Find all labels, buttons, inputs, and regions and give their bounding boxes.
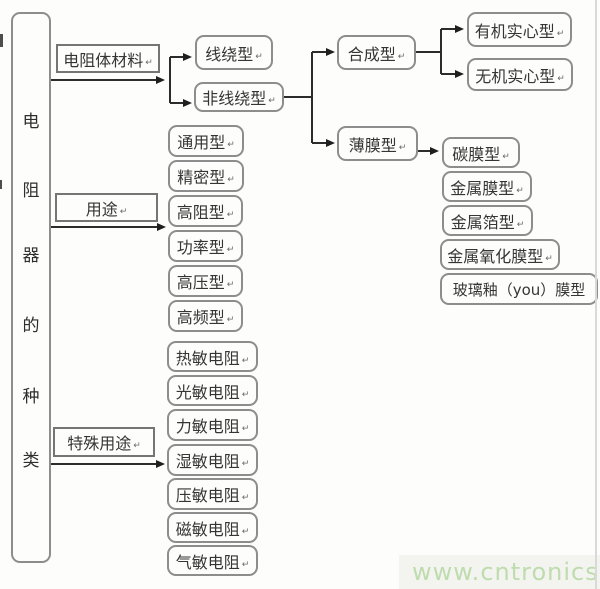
- return-mark: ↵: [516, 185, 524, 196]
- return-mark: ↵: [226, 245, 235, 255]
- node-label: 碳膜型: [452, 144, 501, 164]
- node-label: 无机实心型: [475, 66, 556, 86]
- return-mark: ↵: [268, 96, 276, 106]
- return-mark: ↵: [119, 206, 128, 217]
- node-gas-sensitive: 气敏电阻 ↵: [167, 545, 258, 576]
- node-label: 气敏电阻: [175, 552, 240, 572]
- root-title-char: 的: [22, 316, 40, 336]
- node-composite: 合成型 ↵: [337, 35, 416, 70]
- node-label: 金属膜型: [450, 178, 515, 198]
- node-organic-solid: 有机实心型 ↵: [467, 12, 572, 47]
- node-label: 功率型: [176, 238, 225, 257]
- return-mark: ↵: [241, 459, 250, 469]
- node-carbon-film: 碳膜型 ↵: [442, 137, 520, 168]
- node-force-sensitive: 力敏电阻 ↵: [167, 409, 258, 441]
- node-label: 通用型: [177, 133, 226, 152]
- node-precision: 精密型 ↵: [168, 160, 244, 192]
- return-mark: ↵: [255, 51, 263, 62]
- node-high-resistance: 高阻型 ↵: [168, 195, 243, 227]
- node-label: 金属氧化膜型: [447, 246, 544, 266]
- return-mark: ↵: [502, 151, 510, 162]
- node-label: 高压型: [176, 273, 225, 292]
- root-node: [11, 12, 51, 563]
- node-label: 高频型: [176, 308, 225, 327]
- root-title-char: 器: [22, 246, 40, 266]
- node-thin-film: 薄膜型 ↵: [337, 126, 418, 161]
- return-mark: ↵: [557, 73, 565, 84]
- return-mark: ↵: [226, 315, 235, 325]
- node-label: 金属箔型: [450, 212, 515, 232]
- node-label: 精密型: [177, 168, 226, 187]
- node-metal-oxide-film: 金属氧化膜型 ↵: [440, 239, 560, 270]
- node-glass-glaze-film: 玻璃釉（you）膜型: [440, 273, 598, 305]
- node-power: 功率型 ↵: [168, 230, 243, 262]
- return-mark: ↵: [241, 355, 250, 366]
- node-varistor: 压敏电阻 ↵: [167, 478, 258, 510]
- node-label: 合成型: [347, 44, 396, 64]
- return-mark: ↵: [241, 559, 250, 570]
- return-mark: ↵: [516, 219, 525, 230]
- node-wirewound: 线绕型 ↵: [195, 35, 273, 70]
- node-material-branch: 电阻体材料 ↵: [56, 44, 160, 73]
- node-label: 有机实心型: [474, 21, 555, 41]
- node-label: 线绕型: [205, 44, 254, 64]
- node-non-wirewound: 非线绕型 ↵: [194, 82, 284, 112]
- return-mark: ↵: [241, 493, 250, 503]
- node-metal-film: 金属膜型 ↵: [442, 171, 532, 202]
- root-title-char: 种: [22, 387, 40, 407]
- return-mark: ↵: [241, 526, 250, 537]
- return-mark: ↵: [227, 175, 235, 185]
- return-mark: ↵: [241, 389, 250, 400]
- node-usage-branch: 用途 ↵: [55, 193, 158, 222]
- node-label: 特殊用途: [67, 434, 132, 453]
- node-label: 非线绕型: [202, 89, 267, 108]
- node-label: 磁敏电阻: [175, 519, 240, 539]
- scan-artifact: [0, 34, 3, 47]
- node-label: 湿敏电阻: [175, 452, 240, 471]
- return-mark: ↵: [226, 210, 235, 220]
- node-label: 用途: [85, 199, 118, 219]
- return-mark: ↵: [227, 140, 235, 150]
- node-label: 电阻体材料: [63, 50, 144, 70]
- node-inorganic-solid: 无机实心型 ↵: [467, 58, 573, 91]
- node-label: 热敏电阻: [175, 348, 240, 368]
- node-special-branch: 特殊用途 ↵: [53, 427, 155, 457]
- node-metal-foil: 金属箔型 ↵: [442, 205, 533, 236]
- return-mark: ↵: [398, 142, 407, 153]
- node-thermistor: 热敏电阻 ↵: [167, 341, 258, 372]
- node-humidity-sensitive: 湿敏电阻 ↵: [167, 444, 258, 476]
- node-label: 压敏电阻: [175, 486, 240, 505]
- node-label: 薄膜型: [348, 135, 397, 155]
- node-general: 通用型 ↵: [168, 125, 244, 157]
- root-title-char: 电: [22, 112, 40, 132]
- node-high-voltage: 高压型 ↵: [168, 265, 243, 297]
- return-mark: ↵: [545, 253, 553, 264]
- node-label: 光敏电阻: [175, 382, 240, 402]
- return-mark: ↵: [226, 280, 235, 290]
- node-label: 力敏电阻: [175, 417, 240, 436]
- node-photoresistor: 光敏电阻 ↵: [167, 375, 258, 406]
- scan-line-right: [595, 0, 597, 589]
- return-mark: ↵: [133, 441, 141, 451]
- root-title-char: 阻: [22, 181, 40, 201]
- watermark-background: [399, 555, 600, 589]
- node-label: 玻璃釉（you）膜型: [452, 280, 586, 299]
- return-mark: ↵: [241, 424, 250, 434]
- node-magnetic-sensitive: 磁敏电阻 ↵: [167, 512, 258, 543]
- return-mark: ↵: [397, 51, 406, 62]
- scan-artifact: [0, 180, 2, 189]
- node-high-frequency: 高频型 ↵: [168, 300, 243, 332]
- watermark-text: www.cntronics.com: [412, 558, 600, 586]
- return-mark: ↵: [556, 28, 565, 39]
- root-title-char: 类: [22, 451, 40, 471]
- return-mark: ↵: [145, 57, 153, 68]
- node-label: 高阻型: [176, 203, 225, 222]
